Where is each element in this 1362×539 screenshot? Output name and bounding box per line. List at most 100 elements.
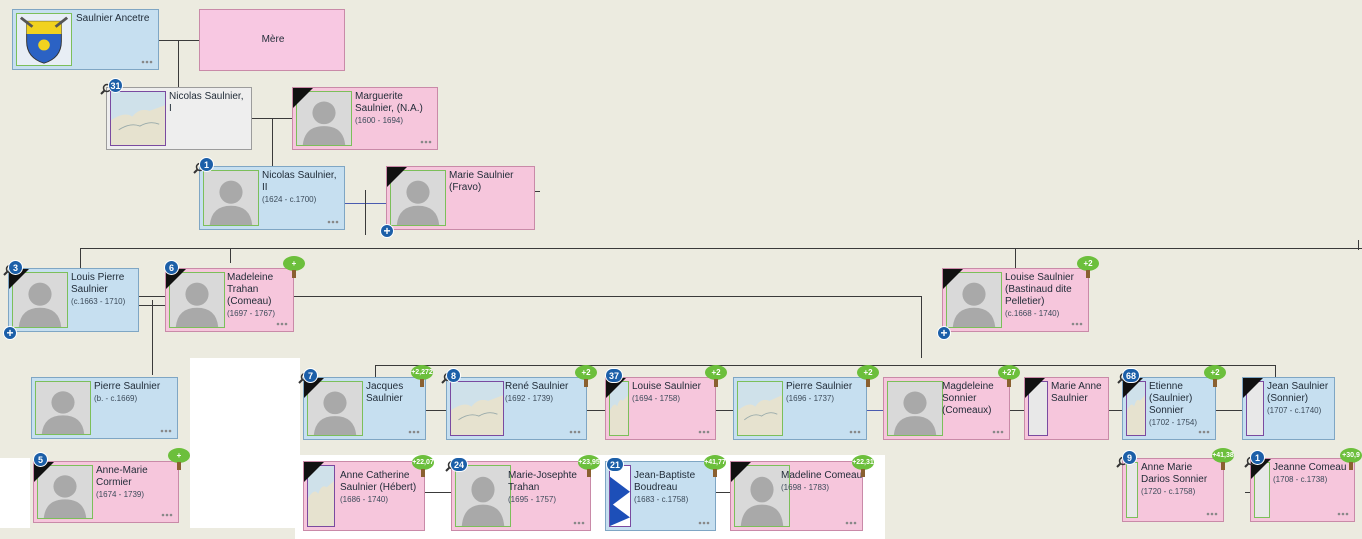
drag-handle-icon[interactable] — [161, 512, 173, 518]
count-badge[interactable]: 1 — [199, 157, 214, 172]
descendants-tree-icon[interactable]: +2 — [705, 365, 727, 387]
drag-handle-icon[interactable] — [160, 428, 172, 434]
person-card[interactable]: Magdeleine Sonnier (Comeaux) — [883, 377, 1010, 440]
person-name: Magdeleine Sonnier (Comeaux) — [942, 381, 994, 416]
person-card[interactable]: Etienne (Saulnier) Sonnier(1702 - 1754) — [1122, 377, 1216, 440]
expand-button[interactable]: + — [3, 326, 17, 340]
drag-handle-icon[interactable] — [698, 429, 710, 435]
person-card[interactable]: Marguerite Saulnier, (N.A.)(1600 - 1694) — [292, 87, 438, 150]
person-card[interactable]: Nicolas Saulnier, I — [106, 87, 252, 150]
person-name: Pierre Saulnier(1696 - 1737) — [786, 381, 853, 403]
person-card[interactable]: Madeleine Trahan (Comeau)(1697 - 1767) — [165, 268, 294, 332]
white-panel — [190, 358, 300, 528]
silhouette-photo — [455, 465, 511, 527]
person-card[interactable]: René Saulnier(1692 - 1739) — [446, 377, 587, 440]
descendants-tree-icon[interactable]: + — [168, 448, 190, 470]
drag-handle-icon[interactable] — [849, 429, 861, 435]
silhouette-photo — [887, 381, 943, 436]
count-badge[interactable]: 37 — [605, 368, 623, 383]
drag-handle-icon[interactable] — [992, 429, 1004, 435]
count-badge[interactable]: 6 — [164, 260, 179, 275]
person-card[interactable]: Anne-Marie Cormier(1674 - 1739) — [33, 461, 179, 523]
person-name: Jacques Saulnier — [366, 381, 404, 404]
person-name: Louise Saulnier (Bastinaud dite Pelletie… — [1005, 272, 1074, 318]
photo — [1254, 462, 1270, 518]
silhouette-photo — [12, 272, 68, 328]
person-name: Pierre Saulnier(b. - c.1669) — [94, 381, 161, 403]
person-card[interactable]: Madeline Comeau(1698 - 1783) — [730, 461, 863, 531]
descendants-tree-icon[interactable]: +41,77 — [704, 455, 726, 477]
person-card[interactable]: Louise Saulnier (Bastinaud dite Pelletie… — [942, 268, 1089, 332]
descendants-tree-icon[interactable]: +23,95 — [578, 455, 600, 477]
drag-handle-icon[interactable] — [569, 429, 581, 435]
person-name: Louise Saulnier(1694 - 1758) — [632, 381, 701, 403]
drag-handle-icon[interactable] — [1206, 511, 1218, 517]
drag-handle-icon[interactable] — [408, 429, 420, 435]
descendants-tree-icon[interactable]: + — [283, 256, 305, 278]
person-card[interactable]: Louise Saulnier(1694 - 1758) — [605, 377, 716, 440]
count-badge[interactable]: 24 — [450, 457, 468, 472]
descendants-tree-icon[interactable]: +22,31 — [852, 455, 874, 477]
person-card[interactable]: Anne Catherine Saulnier (Hébert)(1686 - … — [303, 461, 425, 531]
count-badge[interactable]: 31 — [108, 78, 123, 93]
count-badge[interactable]: 21 — [606, 457, 624, 472]
map-photo — [110, 91, 166, 146]
descendants-tree-icon[interactable]: +2 — [1204, 365, 1226, 387]
drag-handle-icon[interactable] — [1337, 511, 1349, 517]
person-card[interactable]: Pierre Saulnier(b. - c.1669) — [31, 377, 178, 439]
person-card[interactable]: Pierre Saulnier(1696 - 1737) — [733, 377, 867, 440]
person-name: Saulnier Ancetre — [76, 13, 150, 24]
expand-button[interactable]: + — [937, 326, 951, 340]
descendants-tree-icon[interactable]: +30,9 — [1340, 448, 1362, 470]
person-card[interactable]: Jacques Saulnier — [303, 377, 426, 440]
drag-handle-icon[interactable] — [845, 520, 857, 526]
map-photo — [1126, 381, 1146, 436]
descendants-tree-icon[interactable]: +2,272 — [411, 365, 433, 387]
person-card[interactable]: Jean-Baptiste Boudreau(1683 - c.1758) — [605, 461, 716, 531]
drag-handle-icon[interactable] — [573, 520, 585, 526]
deceased-ribbon-icon — [1123, 378, 1143, 398]
drag-handle-icon[interactable] — [420, 139, 432, 145]
deceased-ribbon-icon — [304, 462, 324, 482]
count-badge[interactable]: 8 — [446, 368, 461, 383]
person-card[interactable]: Saulnier Ancetre — [12, 9, 159, 70]
person-card[interactable]: Anne Marie Darios Sonnier(1720 - c.1758) — [1122, 458, 1224, 522]
drag-handle-icon[interactable] — [276, 321, 288, 327]
descendants-tree-icon[interactable]: +2 — [1077, 256, 1099, 278]
drag-handle-icon[interactable] — [698, 520, 710, 526]
drag-handle-icon[interactable] — [141, 59, 153, 65]
person-card[interactable]: Mère — [199, 9, 345, 71]
count-badge[interactable]: 68 — [1122, 368, 1140, 383]
drag-handle-icon[interactable] — [1071, 321, 1083, 327]
count-badge[interactable]: 7 — [303, 368, 318, 383]
deceased-ribbon-icon — [293, 88, 313, 108]
person-card[interactable]: Marie-Josephte Trahan(1695 - 1757) — [451, 461, 591, 531]
person-card[interactable]: Jeanne Comeau(1708 - c.1738) — [1250, 458, 1355, 522]
count-badge[interactable]: 5 — [33, 452, 48, 467]
count-badge[interactable]: 3 — [8, 260, 23, 275]
silhouette-photo — [203, 170, 259, 226]
descendants-tree-icon[interactable]: +2 — [575, 365, 597, 387]
person-card[interactable]: Marie Anne Saulnier — [1024, 377, 1109, 440]
expand-button[interactable]: + — [380, 224, 394, 238]
descendants-tree-icon[interactable]: +2 — [857, 365, 879, 387]
descendants-tree-icon[interactable]: +22,07 — [412, 455, 434, 477]
silhouette-photo — [169, 272, 225, 328]
person-card[interactable]: Jean Saulnier (Sonnier)(1707 - c.1740) — [1242, 377, 1335, 440]
deceased-ribbon-icon — [1025, 378, 1045, 398]
person-name: Marie-Josephte Trahan(1695 - 1757) — [508, 470, 577, 504]
person-name: Jean Saulnier (Sonnier)(1707 - c.1740) — [1267, 381, 1329, 415]
person-name: Marie Saulnier (Fravo) — [449, 170, 514, 193]
person-card[interactable]: Louis Pierre Saulnier(c.1663 - 1710) — [8, 268, 139, 332]
descendants-tree-icon[interactable]: +27 — [998, 365, 1020, 387]
person-card[interactable]: Nicolas Saulnier, II(1624 - c.1700) — [199, 166, 345, 230]
drag-handle-icon[interactable] — [327, 219, 339, 225]
silhouette-photo — [946, 272, 1002, 328]
map-photo — [307, 465, 335, 527]
silhouette-photo — [734, 465, 790, 527]
person-card[interactable]: Marie Saulnier (Fravo) — [386, 166, 535, 230]
count-badge[interactable]: 1 — [1250, 450, 1265, 465]
descendants-tree-icon[interactable]: +41,38 — [1212, 448, 1234, 470]
count-badge[interactable]: 9 — [1122, 450, 1137, 465]
drag-handle-icon[interactable] — [1198, 429, 1210, 435]
